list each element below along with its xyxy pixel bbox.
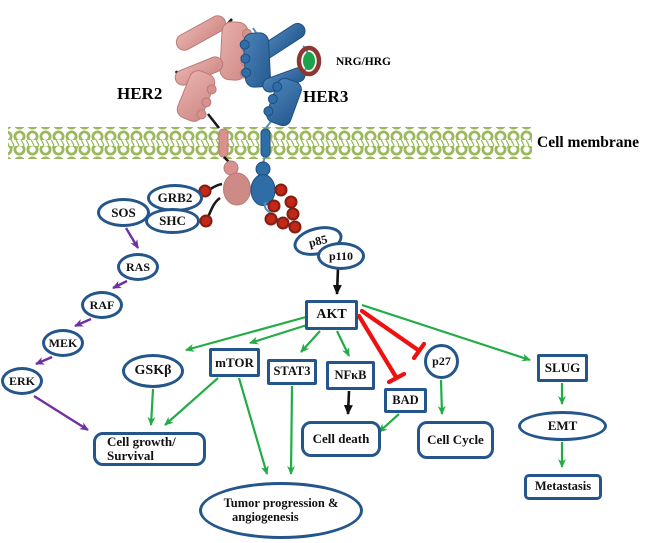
cell-growth-line1: Cell growth/ [107, 434, 176, 450]
arrow-nfkb-celldeath [343, 390, 353, 415]
cell-growth-line2: Survival [107, 448, 154, 463]
inhibit-akt-bad [356, 313, 399, 380]
inhibit-akt-p27 [359, 308, 421, 353]
node-cell-death: Cell death [301, 421, 381, 457]
membrane-label: Cell membrane [537, 134, 640, 151]
node-stat3: STAT3 [267, 359, 317, 385]
inhibit-akt-p27-bar [411, 341, 427, 361]
her3-transmembrane-helix [260, 128, 271, 158]
phospho-sites [198, 182, 302, 234]
arrow-akt-gskb [185, 315, 307, 352]
node-ras: RAS [117, 253, 159, 281]
node-erk: ERK [1, 367, 43, 395]
node-mek: MEK [42, 329, 84, 357]
arrow-p27-cellcycle [437, 379, 446, 415]
her3-label: HER3 [303, 87, 349, 106]
arrow-gskb-growth [147, 388, 156, 426]
green-activation-arrows [147, 303, 566, 475]
her2-kinase-domain [223, 172, 251, 206]
her3-receptor [239, 22, 309, 206]
arrow-raf-mek [74, 317, 92, 328]
node-tumor-progression: Tumor progression & angiogenesis [199, 482, 363, 539]
tumor-line2: angiogenesis [232, 509, 299, 524]
node-gskb: GSKβ [122, 354, 184, 388]
inhibit-akt-bad-bar [386, 371, 407, 385]
arrow-akt-slug [361, 303, 531, 362]
arrow-mtor-tumor [237, 377, 269, 475]
node-mtor: mTOR [209, 348, 260, 377]
node-cell-cycle: Cell Cycle [417, 421, 494, 459]
purple-mapk-arrows [33, 227, 140, 432]
node-nfkb: NFκB [326, 361, 375, 390]
node-metastasis: Metastasis [524, 474, 602, 500]
arrow-p110-akt [332, 267, 342, 295]
arrow-mtor-growth [164, 377, 219, 426]
node-p110: p110 [317, 242, 365, 270]
arrow-stat3-tumor [287, 385, 296, 475]
black-arrows [332, 267, 353, 415]
node-sos: SOS [97, 198, 150, 227]
her2-receptor [174, 15, 252, 206]
node-emt: EMT [518, 411, 607, 441]
arrow-akt-nfkb [336, 330, 350, 357]
arrow-bad-celldeath [378, 413, 400, 433]
arrow-mek-erk [35, 355, 53, 366]
arrow-sos-ras [124, 227, 140, 249]
node-slug: SLUG [537, 354, 588, 382]
node-shc: SHC [145, 208, 200, 234]
node-p27: p27 [424, 344, 459, 379]
her2-label: HER2 [117, 84, 163, 103]
arrow-akt-mtor [249, 323, 308, 345]
arrow-ras-raf [112, 279, 128, 290]
node-bad: BAD [384, 388, 427, 413]
node-akt: AKT [305, 300, 358, 330]
nrg-hrg-ligand [296, 45, 322, 77]
node-raf: RAF [81, 291, 123, 319]
ligand-label: NRG/HRG [336, 56, 391, 68]
arrow-akt-stat3 [300, 330, 321, 353]
tumor-line1: Tumor progression & [223, 496, 339, 511]
node-cell-growth-survival: Cell growth/ Survival [93, 432, 206, 466]
her2-transmembrane-helix [218, 128, 229, 158]
red-inhibition-lines [356, 308, 427, 385]
arrow-erk-growth [33, 394, 89, 432]
